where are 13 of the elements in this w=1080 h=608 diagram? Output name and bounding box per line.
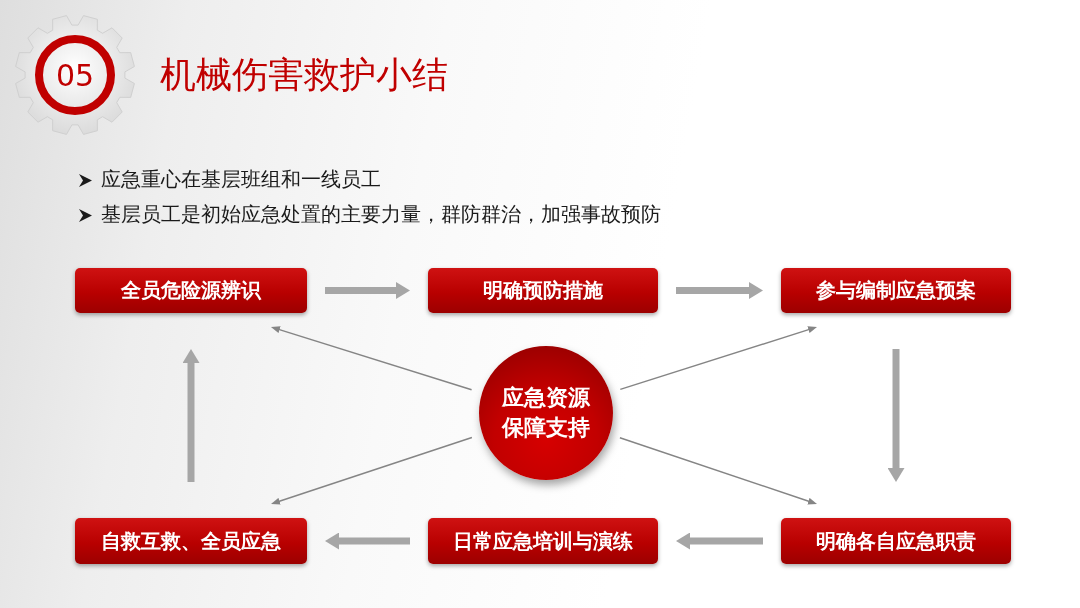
process-box: 明确预防措施: [428, 268, 658, 313]
arrow: [619, 326, 818, 391]
bullet-text: 应急重心在基层班组和一线员工: [101, 167, 381, 193]
arrow: [270, 326, 473, 391]
slide-title: 机械伤害救护小结: [160, 53, 448, 97]
process-box: 参与编制应急预案: [781, 268, 1011, 313]
process-box: 明确各自应急职责: [781, 518, 1011, 564]
process-box: 全员危险源辨识: [75, 268, 307, 313]
bullet-text: 基层员工是初始应急处置的主要力量，群防群治，加强事故预防: [101, 202, 661, 228]
arrow: [619, 437, 817, 505]
process-box: 自救互救、全员应急: [75, 518, 307, 564]
process-box: 日常应急培训与演练: [428, 518, 658, 564]
arrow: [271, 436, 473, 505]
